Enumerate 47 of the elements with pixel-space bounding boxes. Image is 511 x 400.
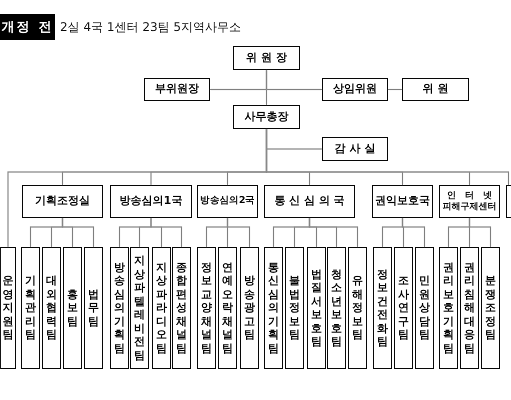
team-box: 유해정보팀 <box>348 247 367 369</box>
team-box: 청소년보호팀 <box>327 247 346 369</box>
team-box: 방송심의기획팀 <box>110 247 129 369</box>
department-box: 기획조정실 <box>22 185 103 218</box>
position-box: 위 원 장 <box>233 46 300 70</box>
team-box: 종합편성채널팀 <box>172 247 191 369</box>
connector-line <box>62 218 94 247</box>
connector-line <box>150 218 182 247</box>
team-box: 지상파라디오팀 <box>152 247 171 369</box>
team-box: 권리침해대응팀 <box>460 247 479 369</box>
connector-line <box>402 218 426 247</box>
summary-text: 2실 4국 1센터 23팀 5지역사무소 <box>60 19 242 36</box>
team-box: 분쟁조정팀 <box>481 247 500 369</box>
department-box: 통 신 심 의 국 <box>264 185 355 218</box>
team-box: 홍보팀 <box>63 247 82 369</box>
title-badge: 개정 전 <box>0 14 55 40</box>
department-box: 권익보호국 <box>372 185 433 218</box>
team-box: 조사연구팀 <box>394 247 413 369</box>
team-box: 기획관리팀 <box>21 247 40 369</box>
department-box: 방송심의2국 <box>197 185 258 218</box>
position-box: 사무총장 <box>233 105 300 129</box>
connector-line <box>266 70 268 105</box>
team-box: 통신심의기획팀 <box>264 247 283 369</box>
department-box <box>506 185 511 218</box>
connector-line <box>468 218 492 247</box>
team-box: 운영지원팀 <box>0 247 16 369</box>
connector-line <box>266 129 510 185</box>
team-box: 정보교양채널팀 <box>197 247 216 369</box>
connector-line <box>388 88 402 90</box>
department-box: 방송심의1국 <box>110 185 192 218</box>
position-box: 부위원장 <box>144 78 210 101</box>
team-box: 연예오락채널팀 <box>218 247 237 369</box>
team-box: 대외협력팀 <box>42 247 61 369</box>
department-box: 인 터 넷 피해구제센터 <box>439 185 500 218</box>
position-box: 상임위원 <box>322 78 388 101</box>
team-box: 권리보호기획팀 <box>439 247 458 369</box>
team-box: 불법정보팀 <box>285 247 304 369</box>
team-box: 민원상담팀 <box>415 247 434 369</box>
connector-line <box>308 218 358 247</box>
office-box: 감 사 실 <box>322 137 388 161</box>
team-box: 정보건전화팀 <box>373 247 392 369</box>
team-box: 지상파텔레비전팀 <box>130 247 149 369</box>
connector-line <box>226 218 250 247</box>
team-box: 법질서보호팀 <box>307 247 326 369</box>
team-box: 방송광고팀 <box>240 247 259 369</box>
team-box: 법무팀 <box>84 247 103 369</box>
position-box: 위 원 <box>402 78 469 101</box>
